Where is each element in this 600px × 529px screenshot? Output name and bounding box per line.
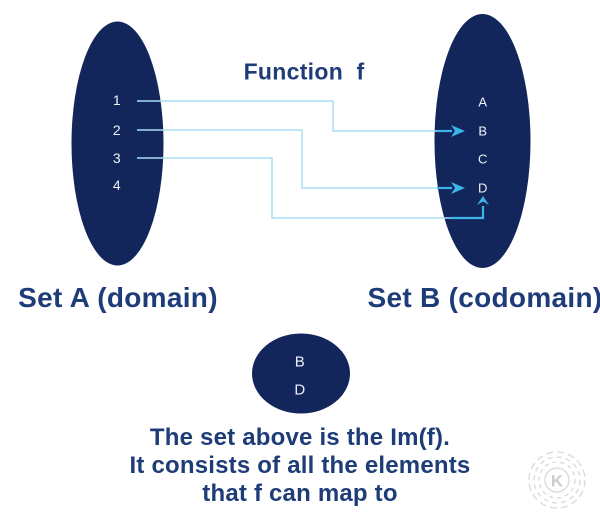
codomain-element-b: B <box>478 123 488 139</box>
mapping-3-to-D-arrowhead-icon <box>477 196 489 205</box>
set-b-ellipse <box>434 14 531 268</box>
mapping-1-to-B-arrowhead-icon <box>451 125 465 137</box>
mapping-2-to-D-line <box>137 129 437 189</box>
function-title: Function f <box>243 58 365 85</box>
mapping-1-to-B <box>137 100 465 137</box>
watermark-k-letter: K <box>550 471 564 491</box>
caption-line-2: It consists of all the elements <box>129 452 471 479</box>
domain-element-3: 3 <box>112 150 122 166</box>
mapping-2-to-D <box>137 129 465 194</box>
caption: The set above is the Im(f). It consists … <box>0 424 600 508</box>
domain-element-4: 4 <box>112 177 122 193</box>
mapping-3-to-D-arrow-shaft <box>450 206 485 220</box>
mapping-3-to-D-line <box>137 157 450 219</box>
watermark-ring-middle <box>533 456 581 504</box>
mapping-3-to-D <box>137 157 489 220</box>
domain-element-1: 1 <box>112 92 122 108</box>
watermark-ring-center <box>544 467 570 493</box>
watermark-ring-outer <box>528 451 586 509</box>
set-a-ellipse <box>71 21 164 266</box>
caption-line-3: that f can map to <box>202 480 398 507</box>
watermark-ring-inner <box>538 461 576 499</box>
domain-element-2: 2 <box>112 122 122 138</box>
watermark-logo-icon <box>528 451 586 509</box>
codomain-element-d: D <box>478 180 488 196</box>
set-a-label: Set A (domain) <box>18 282 218 313</box>
image-element-d: D <box>294 381 306 399</box>
image-element-b: B <box>294 353 306 371</box>
codomain-element-a: A <box>478 94 488 110</box>
mapping-1-to-B-line <box>137 100 437 132</box>
caption-line-1: The set above is the Im(f). <box>149 424 451 451</box>
set-b-label: Set B (codomain) <box>367 282 600 313</box>
codomain-element-c: C <box>478 151 488 167</box>
image-set-circle <box>252 333 350 414</box>
mapping-2-to-D-arrowhead-icon <box>451 182 465 194</box>
